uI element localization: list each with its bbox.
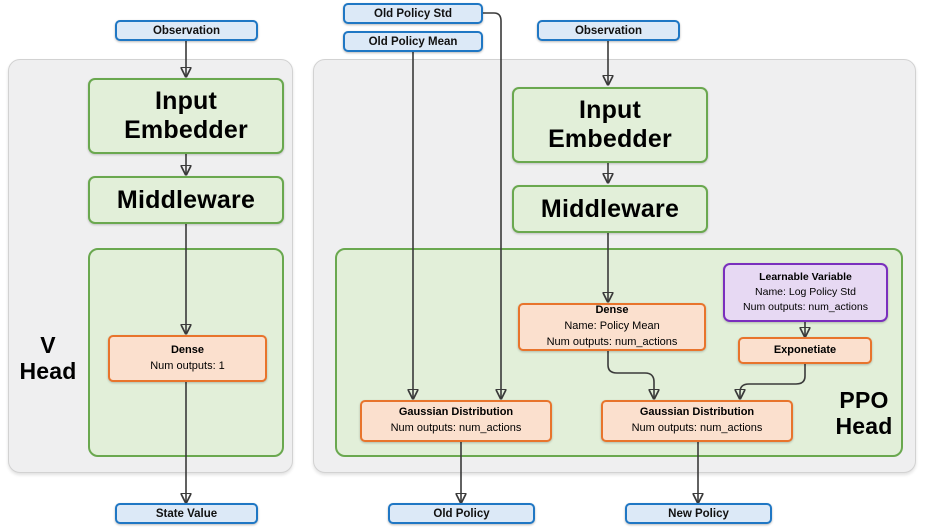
ppo-gaussian-old-title: Gaussian Distribution <box>398 406 514 419</box>
ppo-learnable-variable-num-outputs: Num outputs: num_actions <box>743 300 868 313</box>
ppo-old-policy-mean-input[interactable]: Old Policy Mean <box>343 31 483 52</box>
ppo-old-policy-output-label: Old Policy <box>433 507 490 520</box>
ppo-old-policy-std-input[interactable]: Old Policy Std <box>343 3 483 24</box>
v-head-state-value-output[interactable]: State Value <box>115 503 258 524</box>
ppo-learnable-variable-title: Learnable Variable <box>759 271 852 284</box>
v-head-middleware-label: Middleware <box>116 185 256 214</box>
ppo-gaussian-distribution-new[interactable]: Gaussian Distribution Num outputs: num_a… <box>601 400 793 442</box>
v-head-input-embedder[interactable]: Input Embedder <box>88 78 284 154</box>
ppo-observation-input[interactable]: Observation <box>537 20 680 41</box>
ppo-input-embedder[interactable]: Input Embedder <box>512 87 708 163</box>
ppo-input-embedder-label: Input Embedder <box>548 96 672 153</box>
ppo-gaussian-new-title: Gaussian Distribution <box>639 406 755 419</box>
ppo-learnable-variable-name: Name: Log Policy Std <box>755 286 856 299</box>
v-head-dense[interactable]: Dense Num outputs: 1 <box>108 335 267 382</box>
v-head-dense-title: Dense <box>170 343 205 356</box>
ppo-exponentiate[interactable]: Exponetiate <box>738 337 872 364</box>
v-head-label-line2: Head <box>19 357 77 384</box>
ppo-head-label-line1: PPO <box>839 387 889 413</box>
ppo-head-group-label: PPO Head <box>826 387 902 440</box>
ppo-dense-num-outputs: Num outputs: num_actions <box>546 335 678 348</box>
ppo-dense-name: Name: Policy Mean <box>564 320 660 333</box>
ppo-dense-policy-mean[interactable]: Dense Name: Policy Mean Num outputs: num… <box>518 303 706 351</box>
ppo-new-policy-output[interactable]: New Policy <box>625 503 772 524</box>
ppo-dense-title: Dense <box>595 304 629 317</box>
v-head-observation-input[interactable]: Observation <box>115 20 258 41</box>
ppo-old-policy-mean-label: Old Policy Mean <box>368 35 458 48</box>
v-head-group-label: V Head <box>12 332 84 385</box>
ppo-head-label-line2: Head <box>835 412 893 439</box>
v-head-input-embedder-label: Input Embedder <box>124 87 248 144</box>
v-head-observation-label: Observation <box>152 24 221 37</box>
ppo-gaussian-old-num-outputs: Num outputs: num_actions <box>390 422 522 434</box>
v-head-dense-num-outputs: Num outputs: 1 <box>150 359 225 372</box>
ppo-old-policy-output[interactable]: Old Policy <box>388 503 535 524</box>
ppo-old-policy-std-label: Old Policy Std <box>374 7 452 20</box>
ppo-middleware[interactable]: Middleware <box>512 185 708 233</box>
ppo-observation-label: Observation <box>574 24 643 37</box>
v-head-middleware[interactable]: Middleware <box>88 176 284 224</box>
v-head-label-line1: V <box>40 332 56 358</box>
ppo-gaussian-distribution-old[interactable]: Gaussian Distribution Num outputs: num_a… <box>360 400 552 442</box>
ppo-learnable-variable[interactable]: Learnable Variable Name: Log Policy Std … <box>723 263 888 322</box>
ppo-new-policy-output-label: New Policy <box>668 507 729 520</box>
ppo-middleware-label: Middleware <box>540 194 680 223</box>
ppo-exponentiate-label: Exponetiate <box>773 343 837 356</box>
ppo-gaussian-new-num-outputs: Num outputs: num_actions <box>631 422 763 434</box>
v-head-state-value-label: State Value <box>155 507 218 520</box>
